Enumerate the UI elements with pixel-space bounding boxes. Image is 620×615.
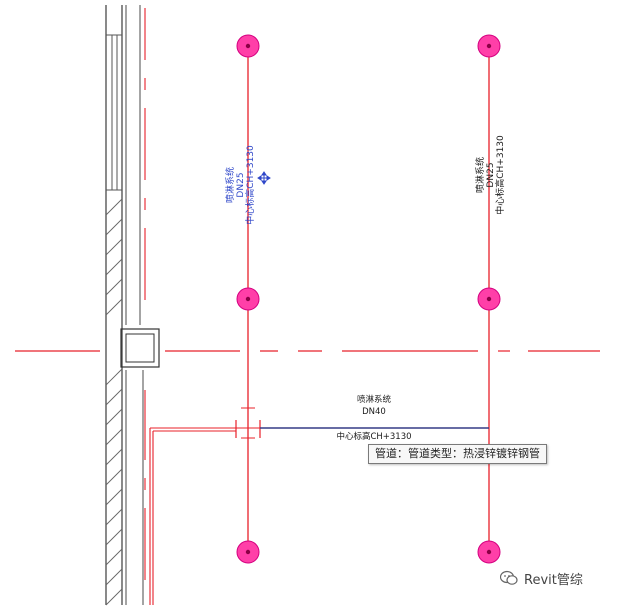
move-cursor-icon [257, 171, 271, 185]
pipe-tag-right-elevation: 中心标高CH+3130 [494, 135, 506, 215]
watermark-text: Revit管综 [524, 572, 583, 588]
pipe-tag-left[interactable]: 喷淋系统 DN25 中心标高CH+3130 [224, 145, 256, 225]
wall-section [105, 5, 144, 606]
element-tooltip: 管道：管道类型：热浸锌镀锌钢管 [368, 444, 547, 464]
sprinkler-head-icon[interactable] [477, 540, 501, 564]
pipe-tag-branch-elevation: 中心标高CH+3130 [336, 431, 411, 442]
sprinkler-head-icon[interactable] [477, 34, 501, 58]
sprinkler-head-icon[interactable] [477, 287, 501, 311]
wall-hatch [105, 198, 123, 606]
pipe-tag-left-elevation: 中心标高CH+3130 [244, 145, 256, 225]
pipe-tag-left-system: 喷淋系统 [224, 167, 236, 203]
branch-pipe[interactable] [149, 407, 261, 605]
sprinkler-head-icon[interactable] [236, 540, 260, 564]
pipe-tag-branch[interactable]: 喷淋系统 DN40 中心标高CH+3130 [336, 394, 411, 442]
sprinkler-head-icon[interactable] [236, 287, 260, 311]
pipe-tag-right-system: 喷淋系统 [474, 157, 486, 193]
pipe-tag-right[interactable]: 喷淋系统 DN25 中心标高CH+3130 [474, 135, 506, 215]
pipe-tag-left-size: DN25 [236, 172, 246, 197]
pipe-tag-branch-size: DN40 [362, 407, 386, 417]
wechat-icon [500, 570, 518, 585]
column[interactable] [120, 328, 160, 368]
sprinkler-heads [236, 34, 501, 564]
pipe-tag-right-size: DN25 [486, 162, 496, 187]
watermark: Revit管综 [500, 566, 583, 590]
sprinkler-head-icon[interactable] [236, 34, 260, 58]
pipe-tag-branch-system: 喷淋系统 [357, 394, 392, 405]
